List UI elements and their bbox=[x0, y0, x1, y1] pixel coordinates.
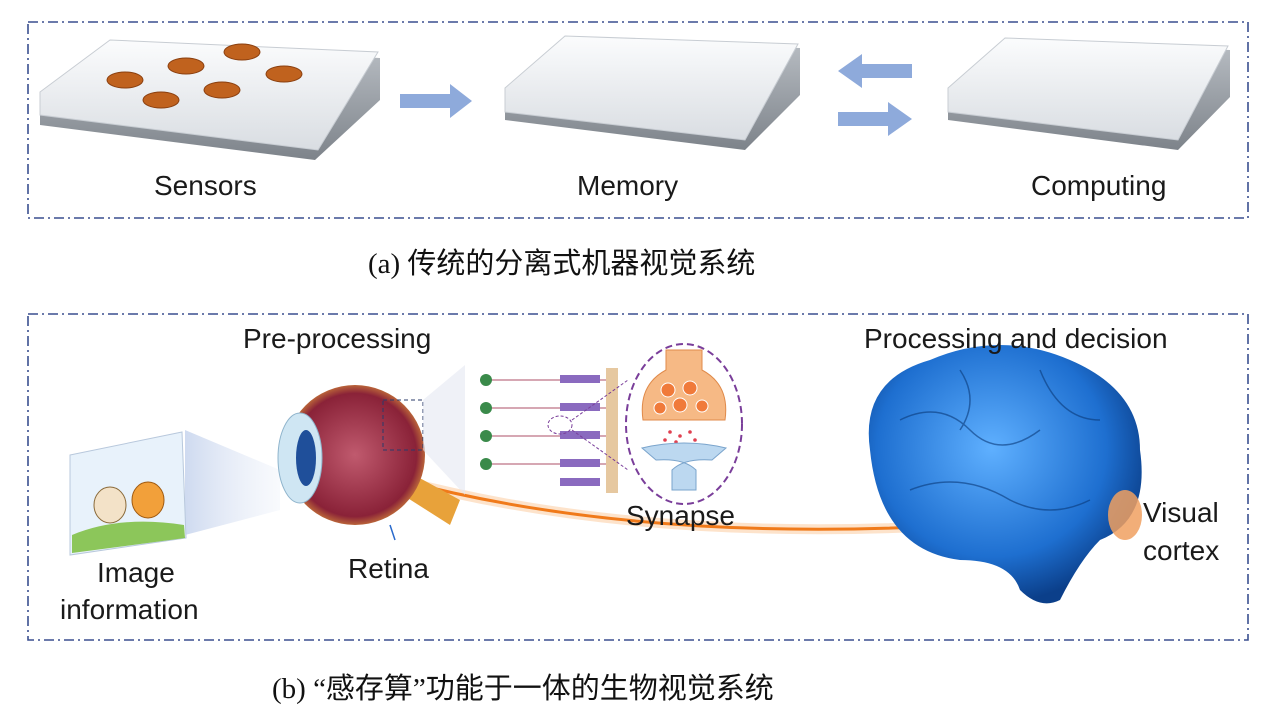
label-cortex: cortex bbox=[1143, 535, 1220, 566]
image-information-picture bbox=[69, 430, 280, 556]
memory-chip bbox=[504, 35, 800, 150]
label-memory: Memory bbox=[577, 170, 679, 201]
label-retina: Retina bbox=[348, 553, 429, 584]
arrow-computing-to-memory bbox=[838, 54, 912, 88]
computing-chip bbox=[947, 37, 1230, 150]
retina-neurons bbox=[480, 368, 629, 493]
arrow-sensors-to-memory bbox=[400, 84, 472, 118]
label-computing: Computing bbox=[1031, 170, 1167, 201]
synapse-illustration bbox=[625, 343, 743, 505]
panel-b-frame bbox=[27, 313, 1249, 641]
caption-a: (a) 传统的分离式机器视觉系统 bbox=[368, 248, 756, 280]
arrow-memory-to-computing bbox=[838, 102, 912, 136]
label-information: information bbox=[60, 594, 199, 625]
brain-illustration bbox=[868, 345, 1142, 604]
label-synapse: Synapse bbox=[626, 500, 735, 531]
sensors-chip bbox=[39, 39, 380, 160]
label-visual: Visual bbox=[1143, 497, 1219, 528]
visual-cortex-marker bbox=[1108, 490, 1142, 540]
label-processing-and-decision: Processing and decision bbox=[864, 323, 1168, 354]
caption-b: (b) “感存算”功能于一体的生物视觉系统 bbox=[272, 673, 774, 705]
panel-a-frame bbox=[27, 21, 1249, 219]
label-sensors: Sensors bbox=[154, 170, 257, 201]
label-image: Image bbox=[97, 557, 175, 588]
label-pre-processing: Pre-processing bbox=[243, 323, 432, 354]
